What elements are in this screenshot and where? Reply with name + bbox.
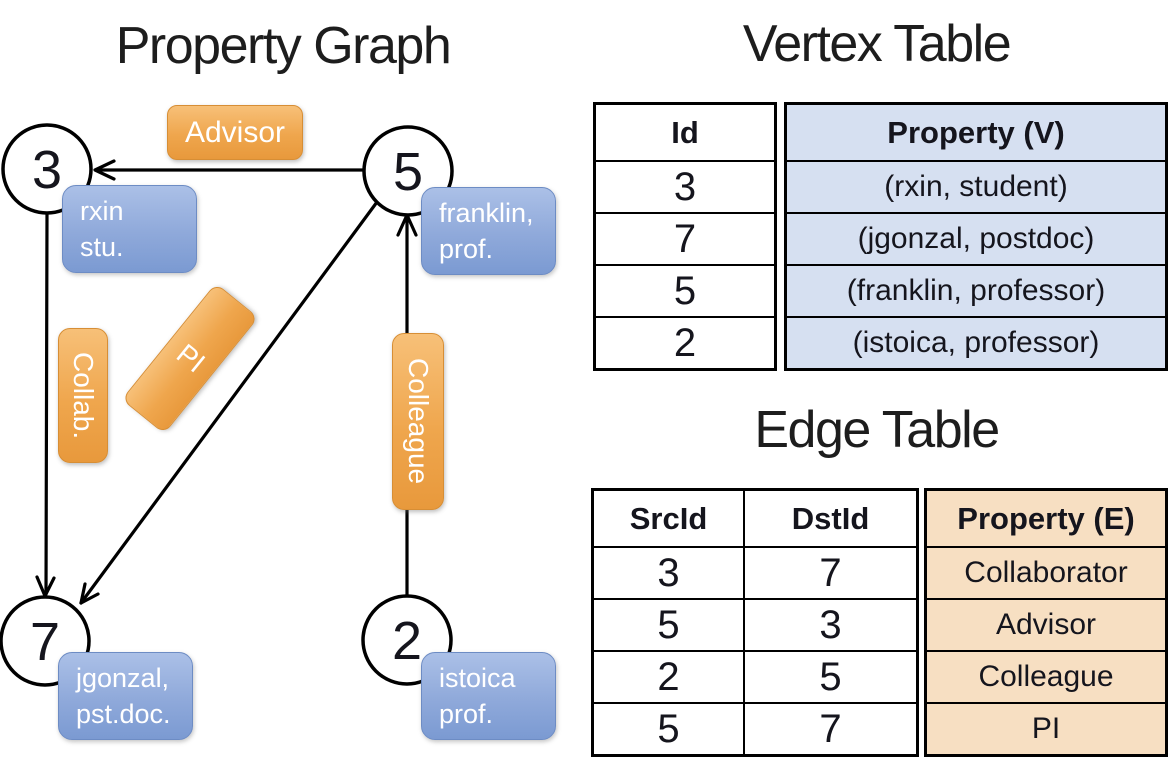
- vertex-table-id-cell: 5: [596, 264, 774, 316]
- vertex-table-id-header: Id: [671, 114, 699, 150]
- edge-table-srcid-header: SrcId: [594, 491, 745, 546]
- vertex-table-property-cell: (istoica, professor): [787, 316, 1165, 368]
- edge-table-srcid-cell: 5: [594, 702, 745, 754]
- edge-table-dstid-cell: 7: [745, 546, 916, 598]
- edge-table-srcid-cell: 3: [594, 546, 745, 598]
- edge-table-property-cell: Colleague: [927, 650, 1165, 702]
- edge-table-property-cell: Advisor: [927, 598, 1165, 650]
- edge-line-5-7: [79, 200, 379, 605]
- vertex-table-id-cell: 2: [596, 316, 774, 368]
- vertex-label-3-line2: stu.: [80, 232, 124, 262]
- edge-table-title: Edge Table: [754, 401, 1000, 459]
- vertex-label-2: istoica prof.: [421, 652, 556, 740]
- vertex-label-3: rxin stu.: [62, 185, 197, 273]
- vertex-table-id-column: Id 3 7 5 2: [593, 102, 777, 371]
- edge-table-property-column: Property (E) Collaborator Advisor Collea…: [924, 488, 1168, 757]
- edge-table-property-header: Property (E): [957, 500, 1135, 536]
- vertex-table-id-cell: 7: [596, 212, 774, 264]
- vertex-label-7-line2: pst.doc.: [76, 699, 171, 729]
- vertex-label-5-line1: franklin,: [439, 198, 534, 228]
- vertex-label-3-line1: rxin: [80, 196, 124, 226]
- edge-table-dstid-header: DstId: [791, 500, 870, 536]
- vertex-table-property-cell: (jgonzal, postdoc): [787, 212, 1165, 264]
- edge-table-srcid-cell: 2: [594, 650, 745, 702]
- property-graph-title: Property Graph: [115, 17, 452, 75]
- edge-table-srcid-cell: 5: [594, 598, 745, 650]
- edge-table-dstid-cell: 5: [745, 650, 916, 702]
- edge-label-pi-text: PI: [170, 337, 211, 379]
- vertex-label-2-line1: istoica: [439, 663, 516, 693]
- vertex-label-5: franklin, prof.: [421, 187, 556, 275]
- vertex-label-5-line2: prof.: [439, 234, 494, 264]
- vertex-id-3: 3: [32, 140, 62, 200]
- vertex-table-property-cell: (franklin, professor): [787, 264, 1165, 316]
- vertex-table-property-cell: (rxin, student): [787, 160, 1165, 212]
- vertex-table-property-column: Property (V) (rxin, student) (jgonzal, p…: [784, 102, 1168, 371]
- edge-line-3-7: [44, 212, 49, 596]
- vertex-id-5: 5: [393, 142, 423, 202]
- vertex-table-property-header: Property (V): [887, 114, 1065, 150]
- edge-table-property-cell: PI: [927, 702, 1165, 754]
- vertex-label-7-line1: jgonzal,: [76, 663, 170, 693]
- edge-table-id-columns: SrcId DstId 3 7 5 3 2 5 5 7: [591, 488, 919, 757]
- edge-table-dstid-cell: 7: [745, 702, 916, 754]
- vertex-label-2-line2: prof.: [439, 699, 494, 729]
- edge-label-advisor: Advisor: [167, 105, 303, 160]
- arrowhead-5-3: [93, 159, 116, 181]
- edge-table-property-cell: Collaborator: [927, 546, 1165, 598]
- edge-label-collab: Collab.: [58, 328, 108, 463]
- vertex-label-7: jgonzal, pst.doc.: [58, 652, 193, 740]
- edge-label-colleague: Colleague: [392, 333, 444, 510]
- vertex-table-id-cell: 3: [596, 160, 774, 212]
- vertex-id-2: 2: [392, 611, 422, 671]
- vertex-id-7: 7: [30, 612, 60, 672]
- edge-table-dstid-cell: 3: [745, 598, 916, 650]
- arrowhead-5-7: [79, 582, 100, 605]
- vertex-table-title: Vertex Table: [742, 15, 1012, 73]
